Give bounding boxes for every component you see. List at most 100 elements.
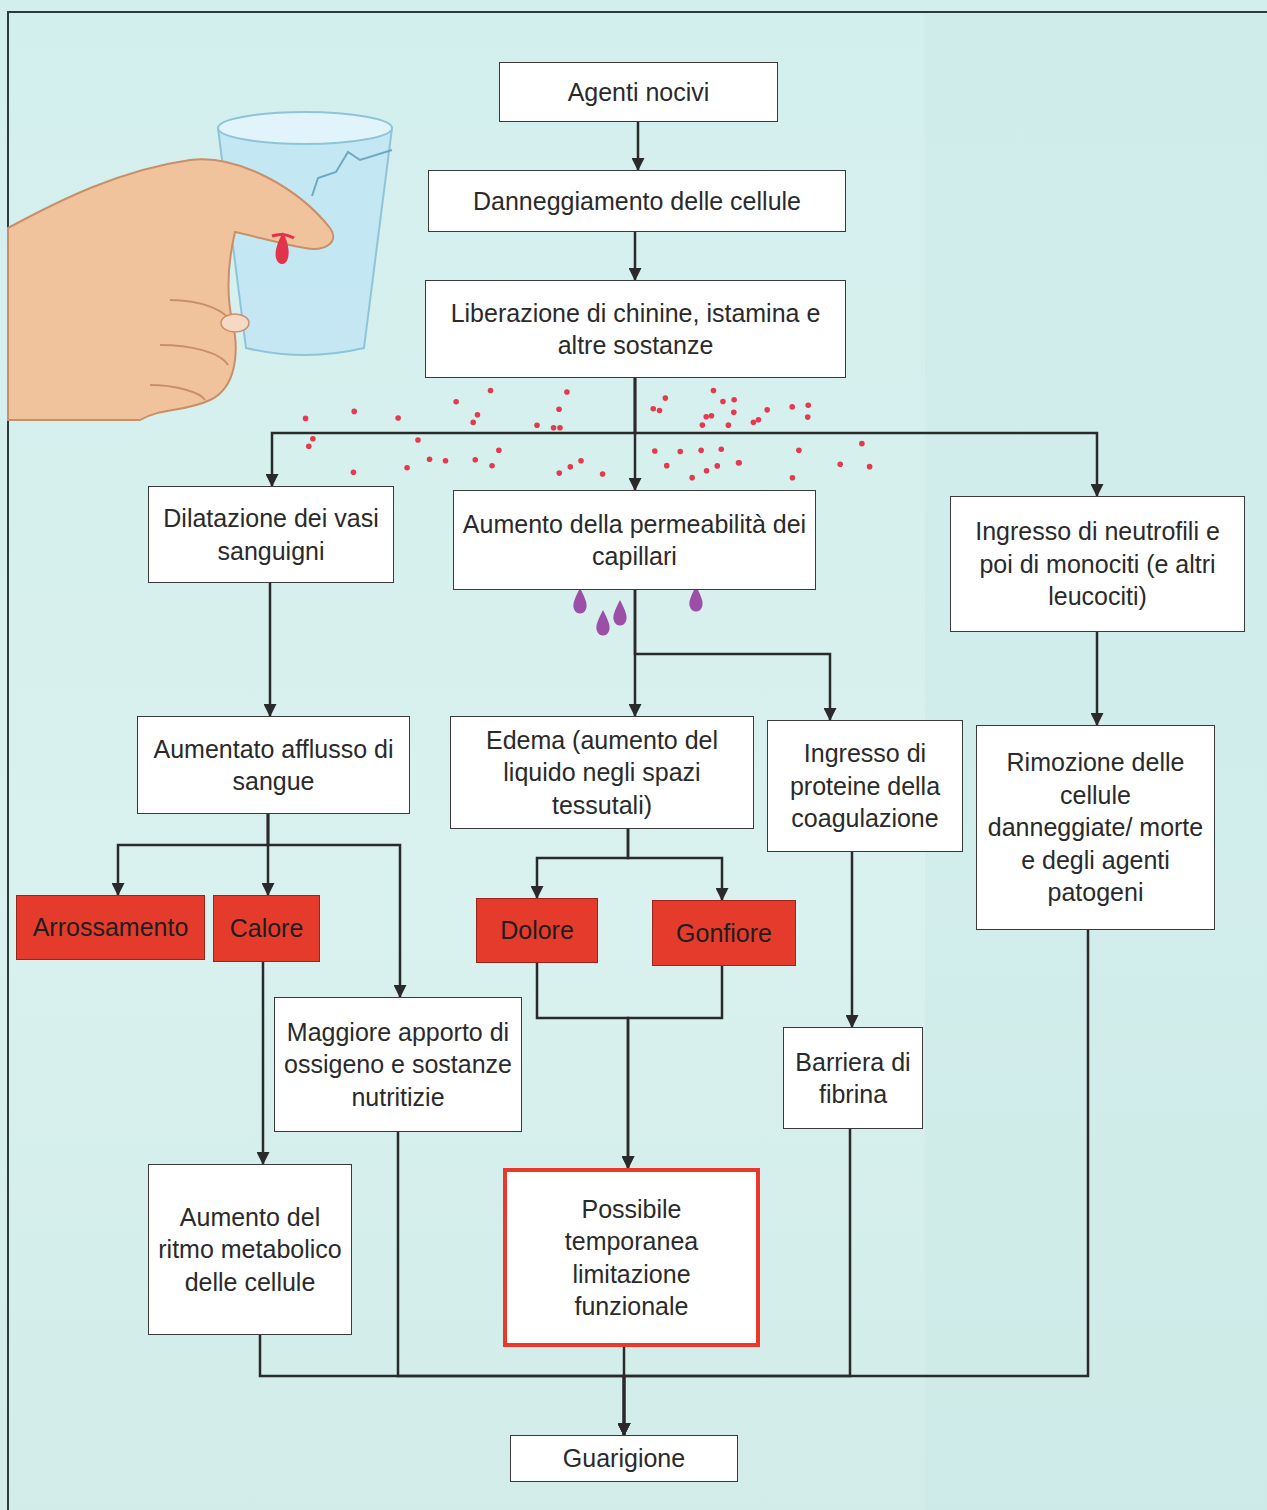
node-text: Maggiore apporto di ossigeno e sostanze … bbox=[283, 1016, 513, 1114]
process-box: Ingresso di proteine della coagulazione bbox=[767, 720, 963, 852]
symptom-box: Dolore bbox=[476, 898, 598, 963]
substance-dot bbox=[488, 388, 494, 394]
node-text: Gonfiore bbox=[676, 917, 772, 950]
connector-arrow bbox=[272, 378, 635, 486]
substance-dot bbox=[404, 465, 410, 471]
node-text: Calore bbox=[230, 912, 304, 945]
fingernail bbox=[221, 314, 249, 332]
substance-dot bbox=[718, 446, 724, 452]
node-text: Agenti nocivi bbox=[568, 76, 710, 109]
substance-dot bbox=[453, 399, 459, 405]
hand bbox=[8, 159, 333, 420]
node-text: Barriera di fibrina bbox=[792, 1046, 914, 1111]
substance-dot bbox=[731, 397, 737, 403]
substance-dot bbox=[351, 409, 357, 415]
node-text: Ingresso di neutrofili e poi di monociti… bbox=[959, 515, 1236, 613]
symptom-box: Calore bbox=[213, 895, 320, 962]
node-text: Edema (aumento del liquido negli spazi t… bbox=[459, 724, 745, 822]
frame bbox=[8, 12, 1267, 1510]
node-text: Aumentato afflusso di sangue bbox=[146, 733, 401, 798]
substance-dot bbox=[475, 412, 481, 418]
substance-dot bbox=[867, 464, 873, 470]
process-box: Dilatazione dei vasi sanguigni bbox=[148, 486, 394, 583]
substance-dot bbox=[789, 404, 795, 410]
substance-dot bbox=[726, 422, 732, 428]
connector-arrow bbox=[635, 590, 830, 720]
blood-drop bbox=[276, 232, 289, 264]
substance-dot bbox=[709, 413, 715, 419]
process-box: Aumentato afflusso di sangue bbox=[137, 716, 410, 814]
substance-dot bbox=[720, 399, 726, 405]
hand-glass-illustration bbox=[8, 112, 392, 420]
side-panel bbox=[925, 14, 1267, 1510]
substance-dot bbox=[711, 388, 717, 394]
substance-dot bbox=[703, 414, 709, 420]
symptom-box: Gonfiore bbox=[652, 900, 796, 966]
substance-dot bbox=[427, 457, 433, 463]
process-box: Aumento della permeabilità dei capillari bbox=[453, 490, 816, 590]
fluid-drops bbox=[573, 586, 702, 636]
process-box: Agenti nocivi bbox=[499, 62, 778, 122]
process-box: Edema (aumento del liquido negli spazi t… bbox=[450, 716, 754, 829]
connector-arrow bbox=[637, 122, 640, 170]
connector-arrow bbox=[628, 966, 722, 1168]
substance-dot bbox=[652, 448, 658, 454]
substance-dot bbox=[556, 470, 562, 476]
substance-dot bbox=[496, 447, 502, 453]
substance-dot bbox=[796, 448, 802, 454]
connector-arrow bbox=[262, 962, 265, 1164]
node-text: Arrossamento bbox=[33, 911, 189, 944]
substance-dot bbox=[714, 463, 720, 469]
substance-dot bbox=[657, 408, 663, 414]
substance-dot bbox=[578, 458, 584, 464]
node-text: Aumento della permeabilità dei capillari bbox=[462, 508, 807, 573]
symptom-box: Arrossamento bbox=[16, 895, 205, 960]
connector-arrow bbox=[851, 852, 854, 1027]
substance-dot bbox=[756, 417, 762, 423]
process-box: Ingresso di neutrofili e poi di monociti… bbox=[950, 496, 1245, 632]
cut bbox=[272, 234, 294, 238]
connector-arrow bbox=[634, 232, 637, 280]
process-box: Liberazione di chinine, istamina e altre… bbox=[425, 280, 846, 378]
substance-dot bbox=[689, 475, 695, 481]
substance-dot bbox=[663, 395, 669, 401]
substance-dot bbox=[351, 469, 357, 475]
substance-dot bbox=[677, 449, 683, 455]
substance-dot bbox=[698, 448, 704, 454]
process-box: Aumento del ritmo metabolico delle cellu… bbox=[148, 1164, 352, 1335]
substance-dot bbox=[489, 463, 495, 469]
connector-arrow bbox=[537, 829, 628, 898]
substance-dot bbox=[310, 436, 316, 442]
node-text: Rimozione delle cellule danneggiate/ mor… bbox=[985, 746, 1206, 909]
substance-dot bbox=[303, 416, 309, 422]
substance-dot bbox=[764, 407, 770, 413]
fingers bbox=[150, 300, 232, 400]
substance-dot bbox=[837, 461, 843, 467]
substance-dot bbox=[736, 460, 742, 466]
fluid-drop bbox=[596, 610, 609, 636]
node-text: Ingresso di proteine della coagulazione bbox=[776, 737, 954, 835]
substance-dot bbox=[664, 463, 670, 469]
process-box: Danneggiamento delle cellule bbox=[428, 170, 846, 232]
substance-dot bbox=[556, 406, 562, 412]
connector-arrow bbox=[635, 378, 1097, 496]
substance-dot bbox=[564, 389, 570, 395]
substance-dot bbox=[790, 475, 796, 481]
substance-dot bbox=[859, 441, 865, 447]
substance-dot bbox=[551, 425, 557, 431]
connector-arrow bbox=[118, 814, 268, 895]
substance-dot bbox=[700, 422, 706, 428]
node-text: Dolore bbox=[500, 914, 574, 947]
connector-arrow bbox=[628, 829, 722, 900]
substance-dot bbox=[736, 460, 742, 466]
substance-dot bbox=[557, 425, 563, 431]
substance-dot bbox=[805, 414, 811, 420]
substance-dot bbox=[805, 402, 811, 408]
substance-dot bbox=[395, 415, 401, 421]
node-text: Possibile temporanea limitazione funzion… bbox=[515, 1193, 748, 1323]
process-box: Maggiore apporto di ossigeno e sostanze … bbox=[274, 997, 522, 1132]
substance-dot bbox=[600, 471, 606, 477]
node-text: Aumento del ritmo metabolico delle cellu… bbox=[157, 1201, 343, 1299]
substance-dot bbox=[470, 420, 476, 426]
connector-arrow bbox=[269, 583, 272, 716]
